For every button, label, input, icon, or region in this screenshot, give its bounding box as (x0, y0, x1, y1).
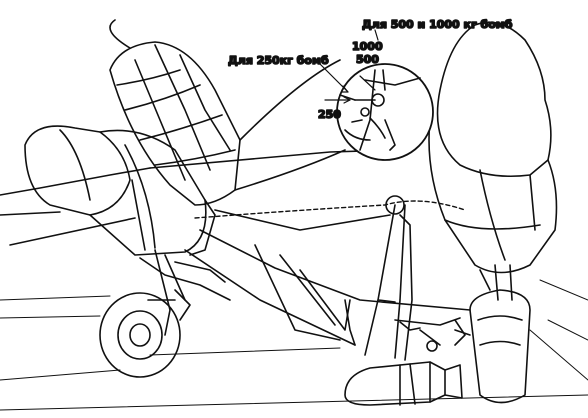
label-500-1000-kg-bombs: Для 500 и 1000 кг бомб (362, 18, 513, 31)
left-engine-nacelle (24, 125, 216, 256)
bomb-release-detail-inset (336, 63, 434, 161)
bomb-rack-struts (364, 195, 413, 361)
position-mark-1000: 1000 (352, 40, 383, 53)
label-leaders (317, 29, 379, 104)
bomb (344, 361, 463, 406)
label-250-kg-bombs: Для 250кг бомб (228, 54, 329, 67)
right-engine-nacelle (428, 21, 558, 274)
left-landing-gear (99, 249, 191, 378)
ground-lines (0, 279, 588, 411)
fuselage (139, 209, 471, 352)
position-mark-250: 250 (318, 108, 341, 121)
left-wing (0, 149, 396, 246)
release-cable (194, 200, 466, 219)
position-mark-500: 500 (356, 53, 379, 66)
right-landing-gear (454, 264, 531, 404)
cockpit-canopy (109, 19, 346, 206)
